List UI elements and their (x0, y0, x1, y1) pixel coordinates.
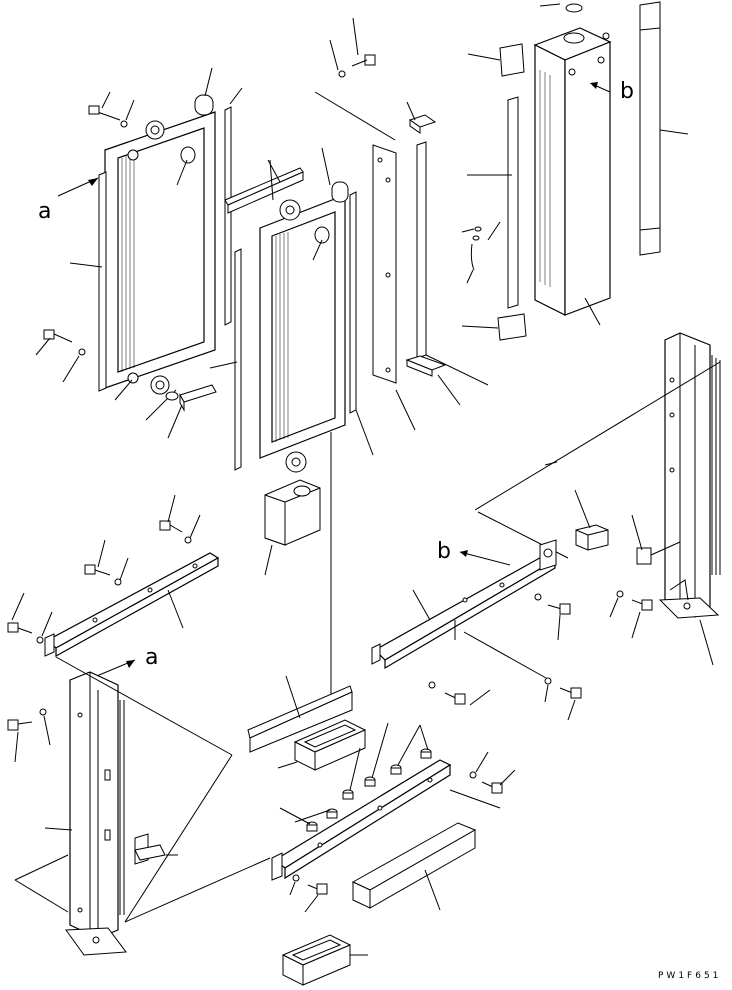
left-frame-bolt (7, 708, 51, 763)
left-bracket-bolt-2 (84, 539, 129, 586)
arrow-a-mid: a (91, 645, 158, 679)
right-small-plate-top (467, 43, 525, 77)
right-vertical-strip (467, 96, 519, 309)
left-bracket-rail (44, 552, 220, 658)
left-radiator-core (104, 94, 216, 395)
right-tank-fins (539, 70, 551, 287)
center-vertical-strip-2 (209, 248, 242, 471)
baffle-plate (372, 144, 416, 431)
drawing-code: PW1F651 (658, 971, 721, 981)
arrow-a-top: a (38, 177, 99, 224)
center-right-strip (406, 101, 489, 386)
right-frame-guide-line (474, 361, 721, 511)
right-small-plate-bottom (461, 313, 527, 341)
right-radiator-tank (533, 3, 612, 326)
left-seal-strip (69, 171, 107, 392)
right-small-cube (631, 514, 681, 565)
arrow-b-mid: b (437, 539, 511, 566)
right-bracket-bolt-2 (609, 590, 653, 639)
right-bracket-bolt-1 (534, 593, 571, 641)
center-radiator-core (259, 147, 349, 473)
right-foam-block (574, 489, 609, 551)
right-bracket-bolt-4 (544, 677, 582, 721)
bottom-long-block (351, 822, 477, 911)
left-clip-block (134, 833, 178, 865)
bottom-seal-strip (247, 675, 353, 753)
arrow-b-top: b (590, 79, 634, 104)
letter-b-mid: b (437, 539, 451, 564)
center-top-bolt (329, 17, 376, 78)
center-right-small-block (405, 355, 461, 406)
left-side-frame (44, 671, 127, 956)
letter-a-top: a (38, 199, 51, 224)
right-bracket-bolt-3 (428, 681, 491, 706)
bottom-small-tray (281, 934, 368, 986)
letter-a-mid: a (145, 645, 158, 670)
left-core-fins (121, 154, 135, 372)
center-core-fins (275, 232, 289, 442)
left-bracket-bolt-3 (7, 592, 53, 644)
left-top-bolt (88, 91, 135, 128)
center-foam-block (264, 479, 321, 576)
center-right-seal (349, 191, 374, 456)
center-vertical-strip-1 (224, 87, 243, 326)
bottom-bracket-rail (271, 759, 501, 881)
bottom-tray-block (277, 719, 367, 771)
bottom-bolt-right (469, 751, 516, 794)
right-side-frame (658, 332, 721, 666)
letter-b-top: b (620, 79, 634, 104)
bottom-bolt-left (289, 874, 328, 913)
right-clip-hardware (461, 221, 501, 284)
radiator-cap (565, 3, 583, 13)
left-small-block (167, 384, 217, 439)
bottom-grommets (279, 722, 432, 832)
right-tall-strip (639, 1, 689, 256)
left-bracket-bolt-1 (159, 494, 201, 544)
left-bottom-bolt (35, 329, 86, 383)
right-bracket-rail (371, 539, 557, 679)
